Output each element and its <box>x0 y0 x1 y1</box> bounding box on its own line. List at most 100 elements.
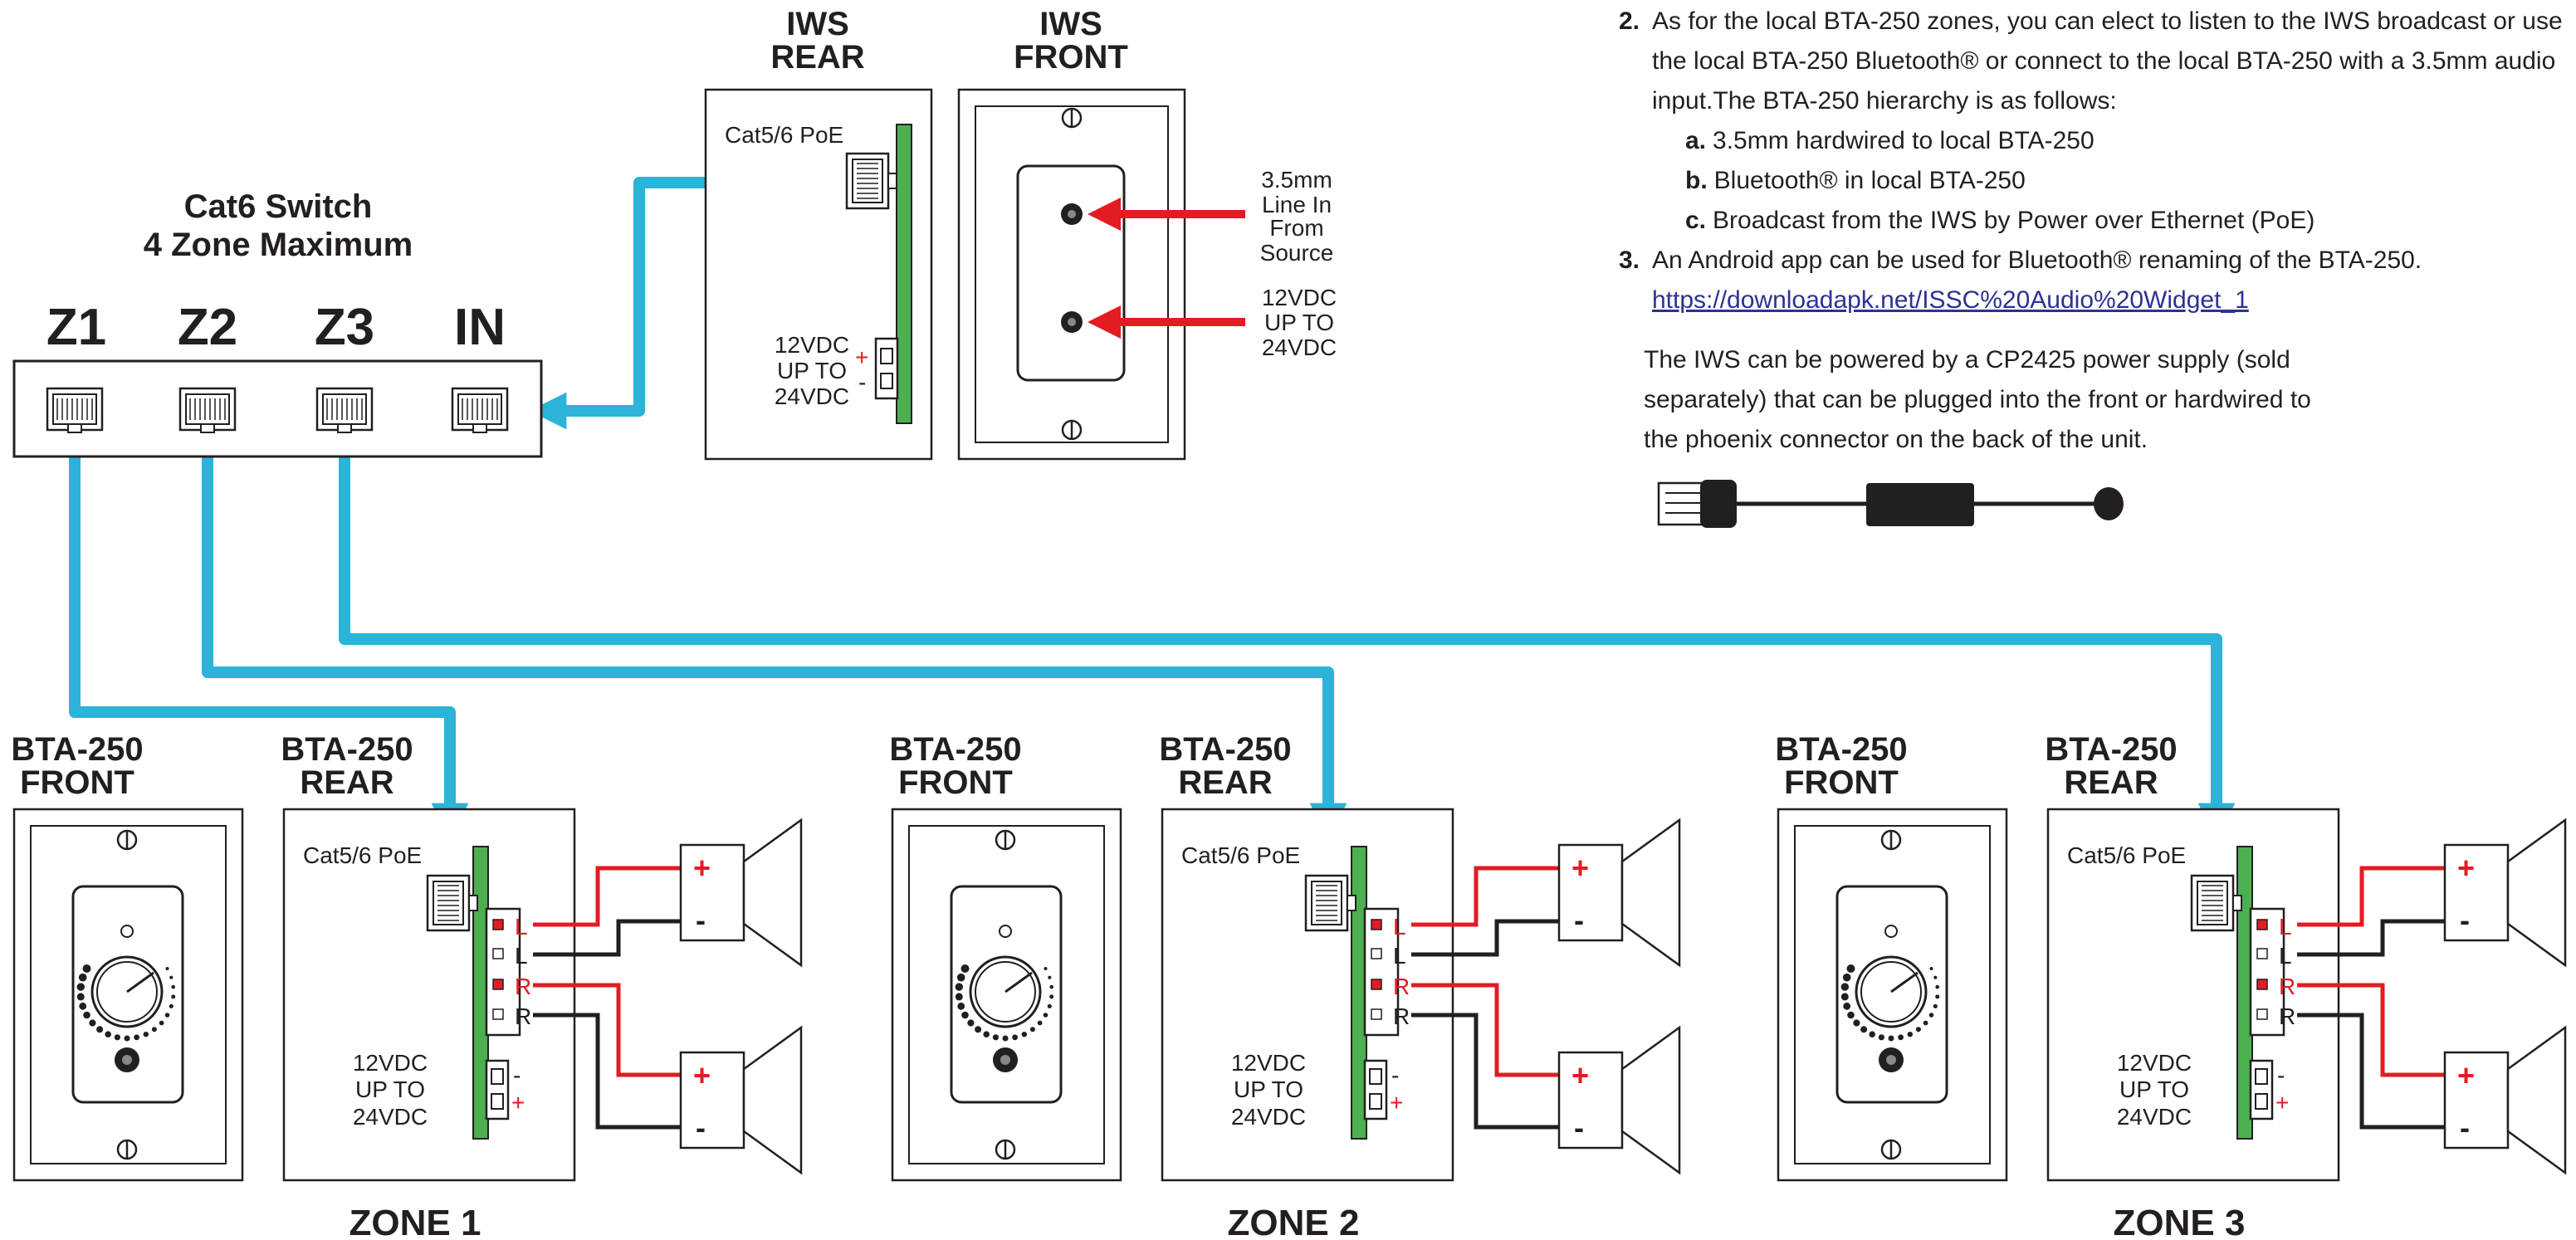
knob-tick-dot <box>955 993 963 1001</box>
knob-tick-dot <box>1923 1020 1928 1026</box>
bta-rear-minus: - <box>2277 1062 2285 1088</box>
speaker-cone <box>742 818 803 968</box>
knob-tick-dot <box>1049 984 1053 989</box>
knob-tick-dot <box>1843 1002 1851 1010</box>
knob-tick-dot <box>1933 975 1938 979</box>
terminal-label-3: R <box>515 1003 531 1029</box>
right-speaker-icon: +- <box>1557 1025 1681 1175</box>
right-speaker-icon: +- <box>2443 1025 2567 1175</box>
terminal-screw <box>2256 979 2268 990</box>
knob-tick-dot <box>975 1026 982 1033</box>
bta-rear-terminal-minus <box>491 1068 504 1085</box>
speaker-plus-label: + <box>693 1058 711 1092</box>
screw-icon <box>995 829 1016 851</box>
status-led-icon <box>1884 925 1898 938</box>
volume-knob-icon[interactable] <box>955 955 1054 1042</box>
speaker-cone <box>742 1025 803 1175</box>
knob-tick-dot <box>1869 1031 1875 1037</box>
android-app-link[interactable]: https://downloadapk.net/ISSC%20Audio%20W… <box>1652 286 2249 314</box>
knob-tick-dot <box>1043 1013 1048 1018</box>
bta-front-title-line1: BTA-250 <box>889 731 1021 768</box>
terminal-label-1: L <box>2279 943 2292 969</box>
terminal-screw <box>492 919 504 930</box>
knob-tick-dot <box>1846 964 1855 973</box>
bta-rear-rj45 <box>2190 874 2243 932</box>
knob-tick-dot <box>143 1032 149 1037</box>
knob-tick-dot <box>983 1031 990 1037</box>
speaker-plus-label: + <box>693 851 711 885</box>
screw-icon <box>1880 829 1902 851</box>
knob-tick-dot <box>96 1026 104 1033</box>
knob-tick-dot <box>89 1019 96 1027</box>
zone-label: ZONE 2 <box>1228 1203 1360 1240</box>
knob-tick-dot <box>961 1011 969 1019</box>
note-item-2: 2. As for the local BTA-250 zones, you c… <box>1619 2 2565 121</box>
iws-rear: IWS REAR Cat5/6 PoE + - 12VDC UP TO 24VD… <box>704 6 933 461</box>
screw-icon <box>1061 107 1083 129</box>
speaker-plus-label: + <box>2457 1058 2475 1092</box>
note-2-number: 2. <box>1619 7 1640 35</box>
terminal-screw <box>1371 948 1382 959</box>
port-label-in: IN <box>454 299 506 356</box>
bta-rear-power-line1: 12VDC <box>2117 1050 2192 1076</box>
iws-rear-pcb <box>896 124 912 424</box>
knob-tick-dot <box>1860 1026 1868 1033</box>
knob-tick-dot <box>169 1003 174 1008</box>
knob-tick-dot <box>956 973 965 982</box>
power-supply-illustration <box>1657 480 2124 528</box>
plug-prong-lines <box>1665 492 1702 514</box>
bta-rear-rj45 <box>426 874 479 932</box>
knob-tick-dot <box>159 1020 164 1026</box>
knob-tick-dot <box>1044 967 1048 970</box>
iws-rear-title-line2: REAR <box>770 39 864 76</box>
bta-rear-terminal-plus <box>491 1093 504 1110</box>
bta-rear-panel <box>1161 808 1454 1182</box>
speaker-magnet <box>679 1051 745 1150</box>
knob-tick-dot <box>955 983 963 991</box>
iws-front-power-line1: 12VDC <box>1262 285 1337 310</box>
volume-knob-icon[interactable] <box>76 955 176 1042</box>
status-led-icon <box>120 925 134 938</box>
knob-tick-dot <box>79 1002 87 1010</box>
terminal-screw <box>492 948 504 959</box>
bta-rear-terminal-plus <box>1369 1093 1382 1110</box>
knob-tick-dot <box>1935 984 1939 989</box>
bta-rear-power-line1: 12VDC <box>353 1050 428 1076</box>
knob-tick-dot <box>165 967 169 970</box>
speaker-minus-label: - <box>696 1111 706 1145</box>
hierarchy-letter-b: b. <box>1685 167 1708 194</box>
bta-rear-power-line3: 24VDC <box>2117 1104 2192 1130</box>
speaker-plus-label: + <box>1572 1058 1589 1092</box>
knob-ring <box>96 961 158 1023</box>
wire-left-negative <box>2297 919 2445 957</box>
volume-knob-icon[interactable] <box>1840 955 1940 1042</box>
terminal-screw <box>492 979 504 990</box>
switch-title-line2: 4 Zone Maximum <box>144 227 413 263</box>
knob-tick-dot <box>1840 993 1849 1001</box>
instructions-text: 2. As for the local BTA-250 zones, you c… <box>1619 2 2565 460</box>
bta-rear-title-line1: BTA-250 <box>2045 731 2177 768</box>
knob-tick-dot <box>76 993 85 1001</box>
speaker-plus-label: + <box>2457 851 2475 885</box>
speaker-wires <box>1411 866 1559 1130</box>
left-speaker-icon: +- <box>679 818 803 968</box>
port-z3 <box>315 387 374 434</box>
knob-tick-dot <box>1928 1013 1934 1018</box>
hierarchy-text-a: 3.5mm hardwired to local BTA-250 <box>1713 127 2095 154</box>
left-speaker-icon: +- <box>2443 818 2567 968</box>
bta-front-wallplate-bevel <box>30 825 227 1164</box>
bta-rear-title-line2: REAR <box>2064 764 2158 801</box>
hierarchy-letter-a: a. <box>1685 127 1707 154</box>
iws-front-module <box>1016 164 1126 382</box>
knob-tick-dot <box>1888 1035 1894 1042</box>
knob-tick-dot <box>957 1002 965 1010</box>
iws-front-input-line3: From <box>1269 215 1323 241</box>
knob-tick-dot <box>1047 1003 1052 1008</box>
bta-rear-panel <box>2046 808 2340 1182</box>
knob-tick-dot <box>164 1013 170 1018</box>
knob-tick-dot <box>1907 1032 1913 1037</box>
terminal-label-2: R <box>1393 974 1410 999</box>
hierarchy-item-a: a.3.5mm hardwired to local BTA-250 <box>1619 121 2565 161</box>
